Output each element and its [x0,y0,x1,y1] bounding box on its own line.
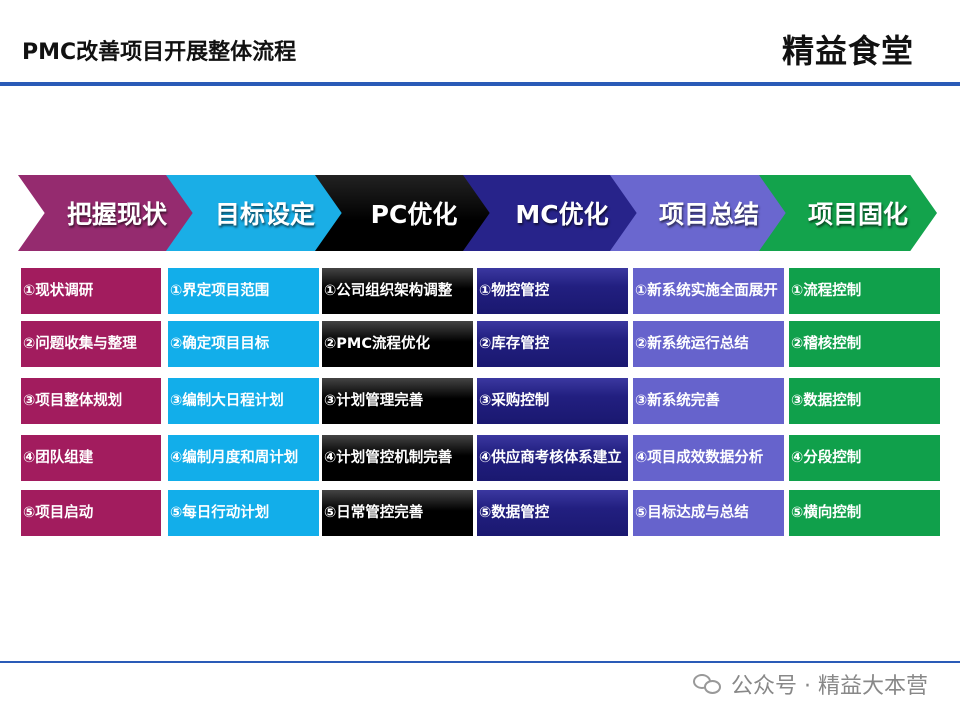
stage-2-chevron: 目标设定 [166,175,344,251]
stage-6-item: ⑤横向控制 [789,490,940,536]
stage-2-item: ⑤每日行动计划 [168,490,319,536]
stage-label: 目标设定 [214,200,315,229]
stage-2-item: ②确定项目目标 [168,321,319,367]
stage-1-item: ①现状调研 [21,268,161,314]
stage-4-item: ③采购控制 [477,378,628,424]
stage-2-item: ③编制大日程计划 [168,378,319,424]
stage-3-item: ①公司组织架构调整 [322,268,473,314]
stage-6-item: ③数据控制 [789,378,940,424]
stage-1-item: ⑤项目启动 [21,490,161,536]
wechat-icon [693,672,723,696]
stage-3-item: ⑤日常管控完善 [322,490,473,536]
watermark: 公众号 · 精益大本营 [693,668,928,700]
stage-2-item: ④编制月度和周计划 [168,435,319,481]
stage-3-item: ③计划管理完善 [322,378,473,424]
stage-5-item: ②新系统运行总结 [633,321,784,367]
stage-6-item: ①流程控制 [789,268,940,314]
stage-6-chevron: 项目固化 [759,175,937,251]
stage-6-item: ②稽核控制 [789,321,940,367]
stage-label: PC优化 [370,200,458,229]
stage-label: MC优化 [515,200,609,229]
stage-label: 项目固化 [807,200,908,229]
stage-5-item: ③新系统完善 [633,378,784,424]
stage-1-item: ④团队组建 [21,435,161,481]
stage-4-item: ⑤数据管控 [477,490,628,536]
stage-4-chevron: MC优化 [463,175,641,251]
stage-label: 项目总结 [658,200,759,229]
stage-5-chevron: 项目总结 [610,175,788,251]
footer-divider [0,661,960,663]
stage-4-item: ④供应商考核体系建立 [477,435,628,481]
header-divider [0,82,960,86]
stage-5-item: ①新系统实施全面展开 [633,268,784,314]
stage-5-item: ⑤目标达成与总结 [633,490,784,536]
stage-6-item: ④分段控制 [789,435,940,481]
stage-4-item: ②库存管控 [477,321,628,367]
stage-4-item: ①物控管控 [477,268,628,314]
stage-label: 把握现状 [66,200,167,229]
stage-1-item: ③项目整体规划 [21,378,161,424]
stage-3-chevron: PC优化 [315,175,493,251]
page-title: PMC改善项目开展整体流程 [22,40,297,65]
stage-3-item: ②PMC流程优化 [322,321,473,367]
watermark-text: 公众号 · 精益大本营 [731,674,928,699]
stage-2-item: ①界定项目范围 [168,268,319,314]
brand-logo-text: 精益食堂 [781,32,914,70]
stage-5-item: ④项目成效数据分析 [633,435,784,481]
stage-3-item: ④计划管控机制完善 [322,435,473,481]
stage-1-item: ②问题收集与整理 [21,321,161,367]
stage-1-chevron: 把握现状 [18,175,196,251]
